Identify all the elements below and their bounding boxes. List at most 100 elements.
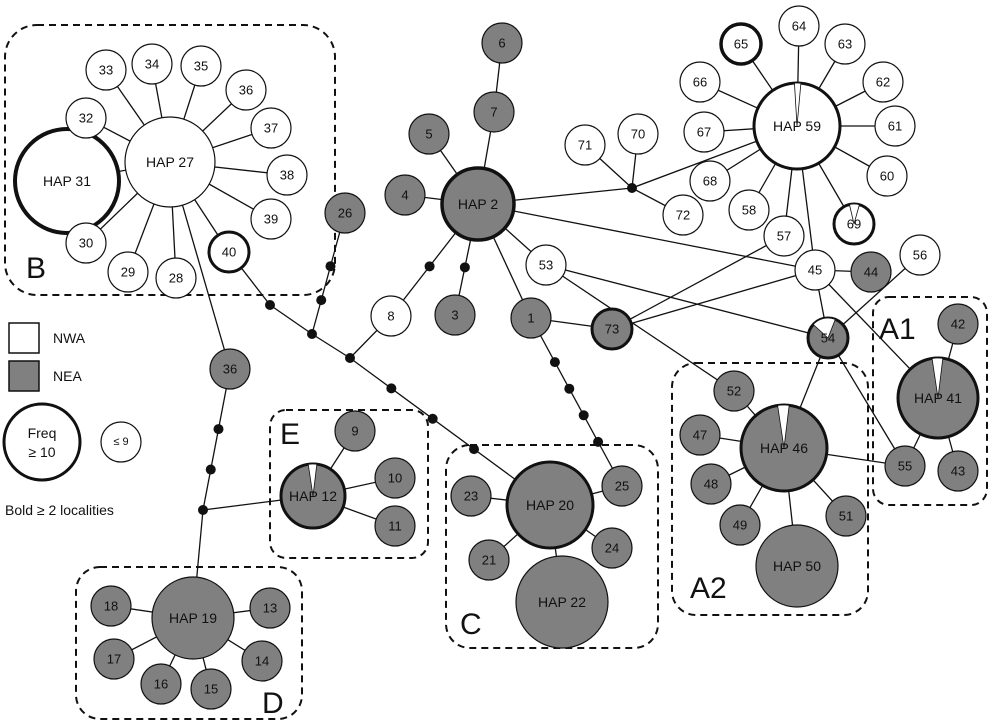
legend-freq-line1: Freq — [28, 425, 57, 441]
haplotype-label-h59: HAP 59 — [773, 118, 821, 134]
haplotype-circle-h34 — [131, 43, 173, 85]
haplotype-node-h13: 13 — [249, 587, 291, 629]
mutation-step-h26-j2-2 — [316, 295, 327, 306]
haplotype-node-h70: 70 — [617, 113, 659, 155]
edge-h36b-j4 — [202, 368, 231, 511]
mixed-slice-h12 — [307, 463, 318, 497]
cluster-boxes — [4, 24, 988, 720]
haplotype-node-h31: HAP 31 — [13, 127, 121, 235]
haplotype-node-h15: 15 — [190, 668, 232, 710]
haplotype-circle-h11 — [374, 505, 416, 547]
haplotype-circle-h70 — [617, 113, 659, 155]
haplotype-circle-h26 — [324, 192, 366, 234]
haplotype-circle-h45 — [794, 249, 836, 291]
haplotype-label-h17: 17 — [107, 652, 121, 667]
haplotype-circle-h35 — [180, 45, 222, 87]
haplotype-label-h52: 52 — [727, 384, 741, 399]
haplotype-node-h35: 35 — [180, 45, 222, 87]
haplotype-node-h51: 51 — [825, 495, 867, 537]
haplotype-label-h19: HAP 19 — [169, 610, 217, 626]
haplotype-label-h37: 37 — [264, 121, 278, 136]
haplotype-node-h20: HAP 20 — [505, 460, 595, 550]
haplotype-node-h58: 58 — [728, 189, 770, 231]
haplotype-node-h36b: 36 — [209, 348, 251, 390]
haplotype-label-h50: HAP 50 — [773, 558, 821, 574]
mutation-steps — [198, 183, 637, 515]
mutation-step-h26-j2-1 — [325, 261, 336, 272]
cluster-label-D: D — [262, 687, 284, 720]
haplotype-node-h18: 18 — [90, 585, 132, 627]
haplotype-label-h73: 73 — [605, 322, 619, 337]
edge-h1-h25 — [530, 317, 623, 487]
haplotype-label-h29: 29 — [121, 265, 135, 280]
haplotype-label-h28: 28 — [169, 271, 183, 286]
haplotype-circle-h47 — [679, 414, 721, 456]
legend: NWA NEA Freq ≥ 10 ≤ 9 Bold ≥ 2 localitie… — [2, 322, 142, 518]
haplotype-label-h30: 30 — [79, 236, 93, 251]
edge-j2-h26 — [311, 212, 346, 335]
haplotype-node-h71: 71 — [564, 124, 606, 166]
legend-freq-line2: ≥ 10 — [28, 444, 55, 460]
haplotype-node-h25: 25 — [601, 465, 643, 507]
haplotype-circle-h38 — [266, 154, 308, 196]
haplotype-label-h22: HAP 22 — [538, 594, 586, 610]
haplotype-circle-h37 — [250, 107, 292, 149]
haplotype-circle-h20 — [505, 460, 595, 550]
haplotype-label-h57: 57 — [777, 229, 791, 244]
mutation-step-h1-h25-1 — [549, 357, 560, 368]
haplotype-circle-h6 — [481, 22, 523, 64]
haplotype-label-h39: 39 — [264, 212, 278, 227]
mutation-step-j3-h20-1 — [386, 383, 397, 394]
haplotype-circle-h42 — [937, 303, 979, 345]
haplotype-circle-h71 — [564, 124, 606, 166]
haplotype-circle-h13 — [249, 587, 291, 629]
haplotype-circle-h48 — [690, 463, 732, 505]
legend-large-circle — [2, 402, 82, 482]
haplotype-circle-h19 — [151, 576, 235, 660]
haplotype-node-h30: 30 — [65, 222, 107, 264]
median-vector-j3 — [345, 353, 355, 363]
haplotype-circle-h62 — [862, 61, 904, 103]
haplotype-label-h6: 6 — [498, 36, 505, 51]
edge-j2-j3 — [311, 333, 351, 359]
haplotype-node-h2: HAP 2 — [440, 166, 516, 242]
haplotype-label-h20: HAP 20 — [526, 497, 574, 513]
haplotype-circle-h61 — [874, 105, 916, 147]
haplotype-node-h4: 4 — [384, 174, 426, 216]
haplotype-circle-h63 — [824, 23, 866, 65]
haplotype-node-h67: 67 — [683, 111, 725, 153]
legend-swatch-nea — [8, 360, 40, 392]
haplotype-label-h25: 25 — [615, 479, 629, 494]
haplotype-circle-h4 — [384, 174, 426, 216]
haplotype-node-h17: 17 — [93, 638, 135, 680]
haplotype-circle-h22 — [515, 555, 609, 649]
haplotype-label-h23: 23 — [464, 489, 478, 504]
haplotype-label-h3: 3 — [451, 308, 458, 323]
edge-h53-h52 — [545, 264, 735, 392]
haplotype-node-h72: 72 — [662, 194, 704, 236]
haplotype-node-h24: 24 — [591, 527, 633, 569]
haplotype-label-h48: 48 — [704, 477, 718, 492]
mixed-slice-h69 — [848, 203, 860, 225]
haplotype-label-h1: 1 — [527, 311, 534, 326]
haplotype-label-h2: HAP 2 — [458, 196, 498, 212]
haplotype-label-h65: 65 — [734, 37, 748, 52]
haplotype-circle-h52 — [713, 370, 755, 412]
haplotype-node-h9: 9 — [334, 410, 376, 452]
haplotype-node-h6: 6 — [481, 22, 523, 64]
haplotype-label-h43: 43 — [951, 464, 965, 479]
mixed-slice-h59 — [794, 82, 802, 127]
haplotype-node-h7: 7 — [473, 91, 515, 133]
haplotype-label-h10: 10 — [388, 471, 402, 486]
haplotype-node-h14: 14 — [241, 640, 283, 682]
haplotype-label-h56: 56 — [913, 248, 927, 263]
haplotype-node-h43: 43 — [937, 450, 979, 492]
haplotype-node-h22: HAP 22 — [515, 555, 609, 649]
haplotype-circle-h25 — [601, 465, 643, 507]
haplotype-node-h46: HAP 46 — [739, 403, 829, 493]
cluster-label-A2: A2 — [690, 572, 727, 605]
haplotype-node-h40: 40 — [207, 230, 251, 274]
haplotype-node-h60: 60 — [866, 155, 908, 197]
haplotype-node-h5: 5 — [408, 113, 450, 155]
